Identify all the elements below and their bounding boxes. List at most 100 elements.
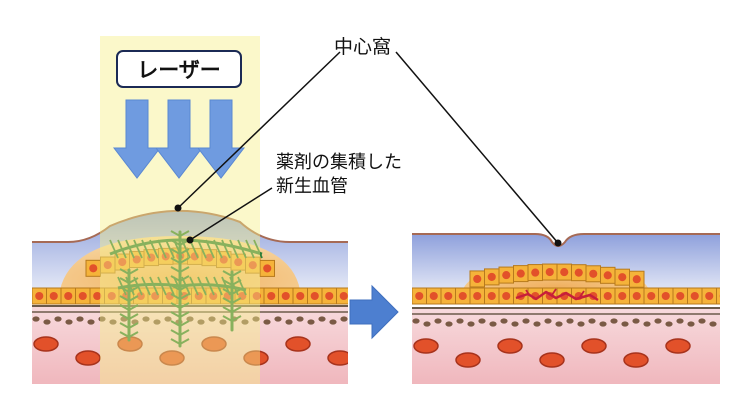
- pigment-dot: [43, 319, 51, 325]
- arrow-right-icon: [349, 284, 399, 340]
- pigment-dots-right: [412, 318, 717, 327]
- neovascular-vessels: [109, 230, 263, 348]
- vessel-branch: [179, 275, 190, 282]
- neovessel-label-line1: 薬剤の集積した: [276, 152, 402, 173]
- vessel-branch: [170, 302, 181, 309]
- vessel-leaf: [241, 248, 247, 259]
- pigment-dot: [445, 321, 453, 327]
- pigment-dot: [522, 318, 530, 324]
- vessel-leaf: [161, 285, 167, 296]
- pigment-dot: [54, 316, 62, 322]
- vessel-leaf: [245, 239, 251, 250]
- cell-nucleus: [603, 271, 612, 280]
- choroid-cell: [243, 350, 269, 366]
- vessel-leaf: [201, 285, 207, 296]
- vessel-leaf: [217, 285, 223, 296]
- pigment-dot: [489, 321, 497, 327]
- cell-nucleus: [234, 258, 243, 267]
- choroid-cells-left: [33, 336, 348, 366]
- vessel-branch: [231, 270, 242, 277]
- cell-nucleus: [118, 257, 127, 267]
- choroid-cell: [33, 336, 59, 352]
- vessel-leaf: [149, 276, 155, 287]
- vessel-leaf: [241, 285, 247, 296]
- vessel-leaf: [233, 248, 239, 259]
- pigment-dot: [109, 319, 117, 325]
- cell-nucleus: [35, 291, 44, 301]
- choroid-cell: [159, 350, 185, 366]
- vessel-leaf: [137, 285, 143, 296]
- vessel-leaf: [117, 276, 123, 287]
- pigment-dot: [32, 316, 40, 322]
- cell-nucleus: [487, 291, 496, 301]
- cell-nucleus: [103, 260, 112, 270]
- vessel-leaf: [121, 285, 127, 296]
- vessel-leaf: [137, 248, 143, 259]
- vessel-leaf: [161, 248, 167, 259]
- vessel-branch: [128, 304, 139, 311]
- cell-nucleus: [296, 291, 305, 301]
- cell-nucleus: [647, 291, 656, 301]
- cell-nucleus: [661, 291, 670, 301]
- rpe-cells-right: [412, 263, 720, 305]
- choroid-cell: [455, 352, 481, 368]
- cell-nucleus: [603, 291, 612, 301]
- cell-nucleus: [415, 291, 424, 301]
- cell-nucleus: [502, 271, 511, 280]
- cell-nucleus: [49, 291, 58, 301]
- vessel-branch: [128, 313, 139, 320]
- vessel-leaf: [257, 248, 263, 259]
- cell-nucleus: [473, 291, 482, 301]
- vessel-leaf: [205, 239, 211, 250]
- vessel-leaf: [141, 276, 147, 287]
- cell-nucleus: [690, 291, 699, 301]
- cell-nucleus: [560, 268, 569, 277]
- vessel-leaf: [225, 285, 231, 296]
- vessel-branch: [179, 266, 190, 273]
- pigment-dot: [76, 316, 84, 322]
- vessel-branch: [170, 257, 181, 264]
- vessel-leaf: [113, 248, 119, 259]
- cell-nucleus: [545, 267, 554, 277]
- vessel-branch: [170, 248, 181, 255]
- cell-nucleus: [618, 273, 627, 282]
- pigment-dot: [599, 321, 607, 327]
- cell-nucleus: [89, 264, 98, 273]
- fovea-label: 中心窩: [334, 36, 392, 58]
- vessel-leaf: [253, 239, 259, 250]
- vessel-leaf: [237, 276, 243, 287]
- vessel-leaf: [133, 276, 139, 287]
- vessel-leaf: [213, 239, 219, 250]
- vessel-branch: [231, 306, 242, 313]
- pigment-dot: [423, 321, 431, 327]
- vessel-leaf: [213, 276, 219, 287]
- pigment-dot: [164, 316, 172, 322]
- vessel-leaf: [133, 239, 139, 250]
- vessel-leaf: [169, 285, 175, 296]
- cell-nucleus: [632, 291, 641, 301]
- pigment-dot: [285, 319, 293, 325]
- vessel-leaf: [129, 248, 135, 259]
- vessel-leaf: [189, 276, 195, 287]
- pigment-dot: [252, 316, 260, 322]
- vessel-branch: [170, 293, 181, 300]
- vessel-branch: [128, 277, 139, 284]
- laser-label-box: レーザー: [116, 50, 242, 88]
- pigment-dot: [434, 318, 442, 324]
- pigment-dot: [467, 321, 475, 327]
- vessel-leaf: [153, 248, 159, 259]
- cell-nucleus: [705, 291, 714, 301]
- vessel-leaf: [185, 248, 191, 259]
- vessel-branch: [222, 315, 233, 322]
- pigment-dot: [478, 318, 486, 324]
- vessel-branch: [128, 295, 139, 302]
- pigment-dot: [500, 318, 508, 324]
- vessel-leaf: [193, 285, 199, 296]
- pigment-dot: [318, 316, 326, 322]
- pigment-dot: [412, 318, 420, 324]
- vessel-leaf: [121, 248, 127, 259]
- cell-nucleus: [444, 291, 453, 301]
- cell-nucleus: [458, 291, 467, 301]
- vessel-branch: [128, 286, 139, 293]
- pigment-dot: [153, 319, 161, 325]
